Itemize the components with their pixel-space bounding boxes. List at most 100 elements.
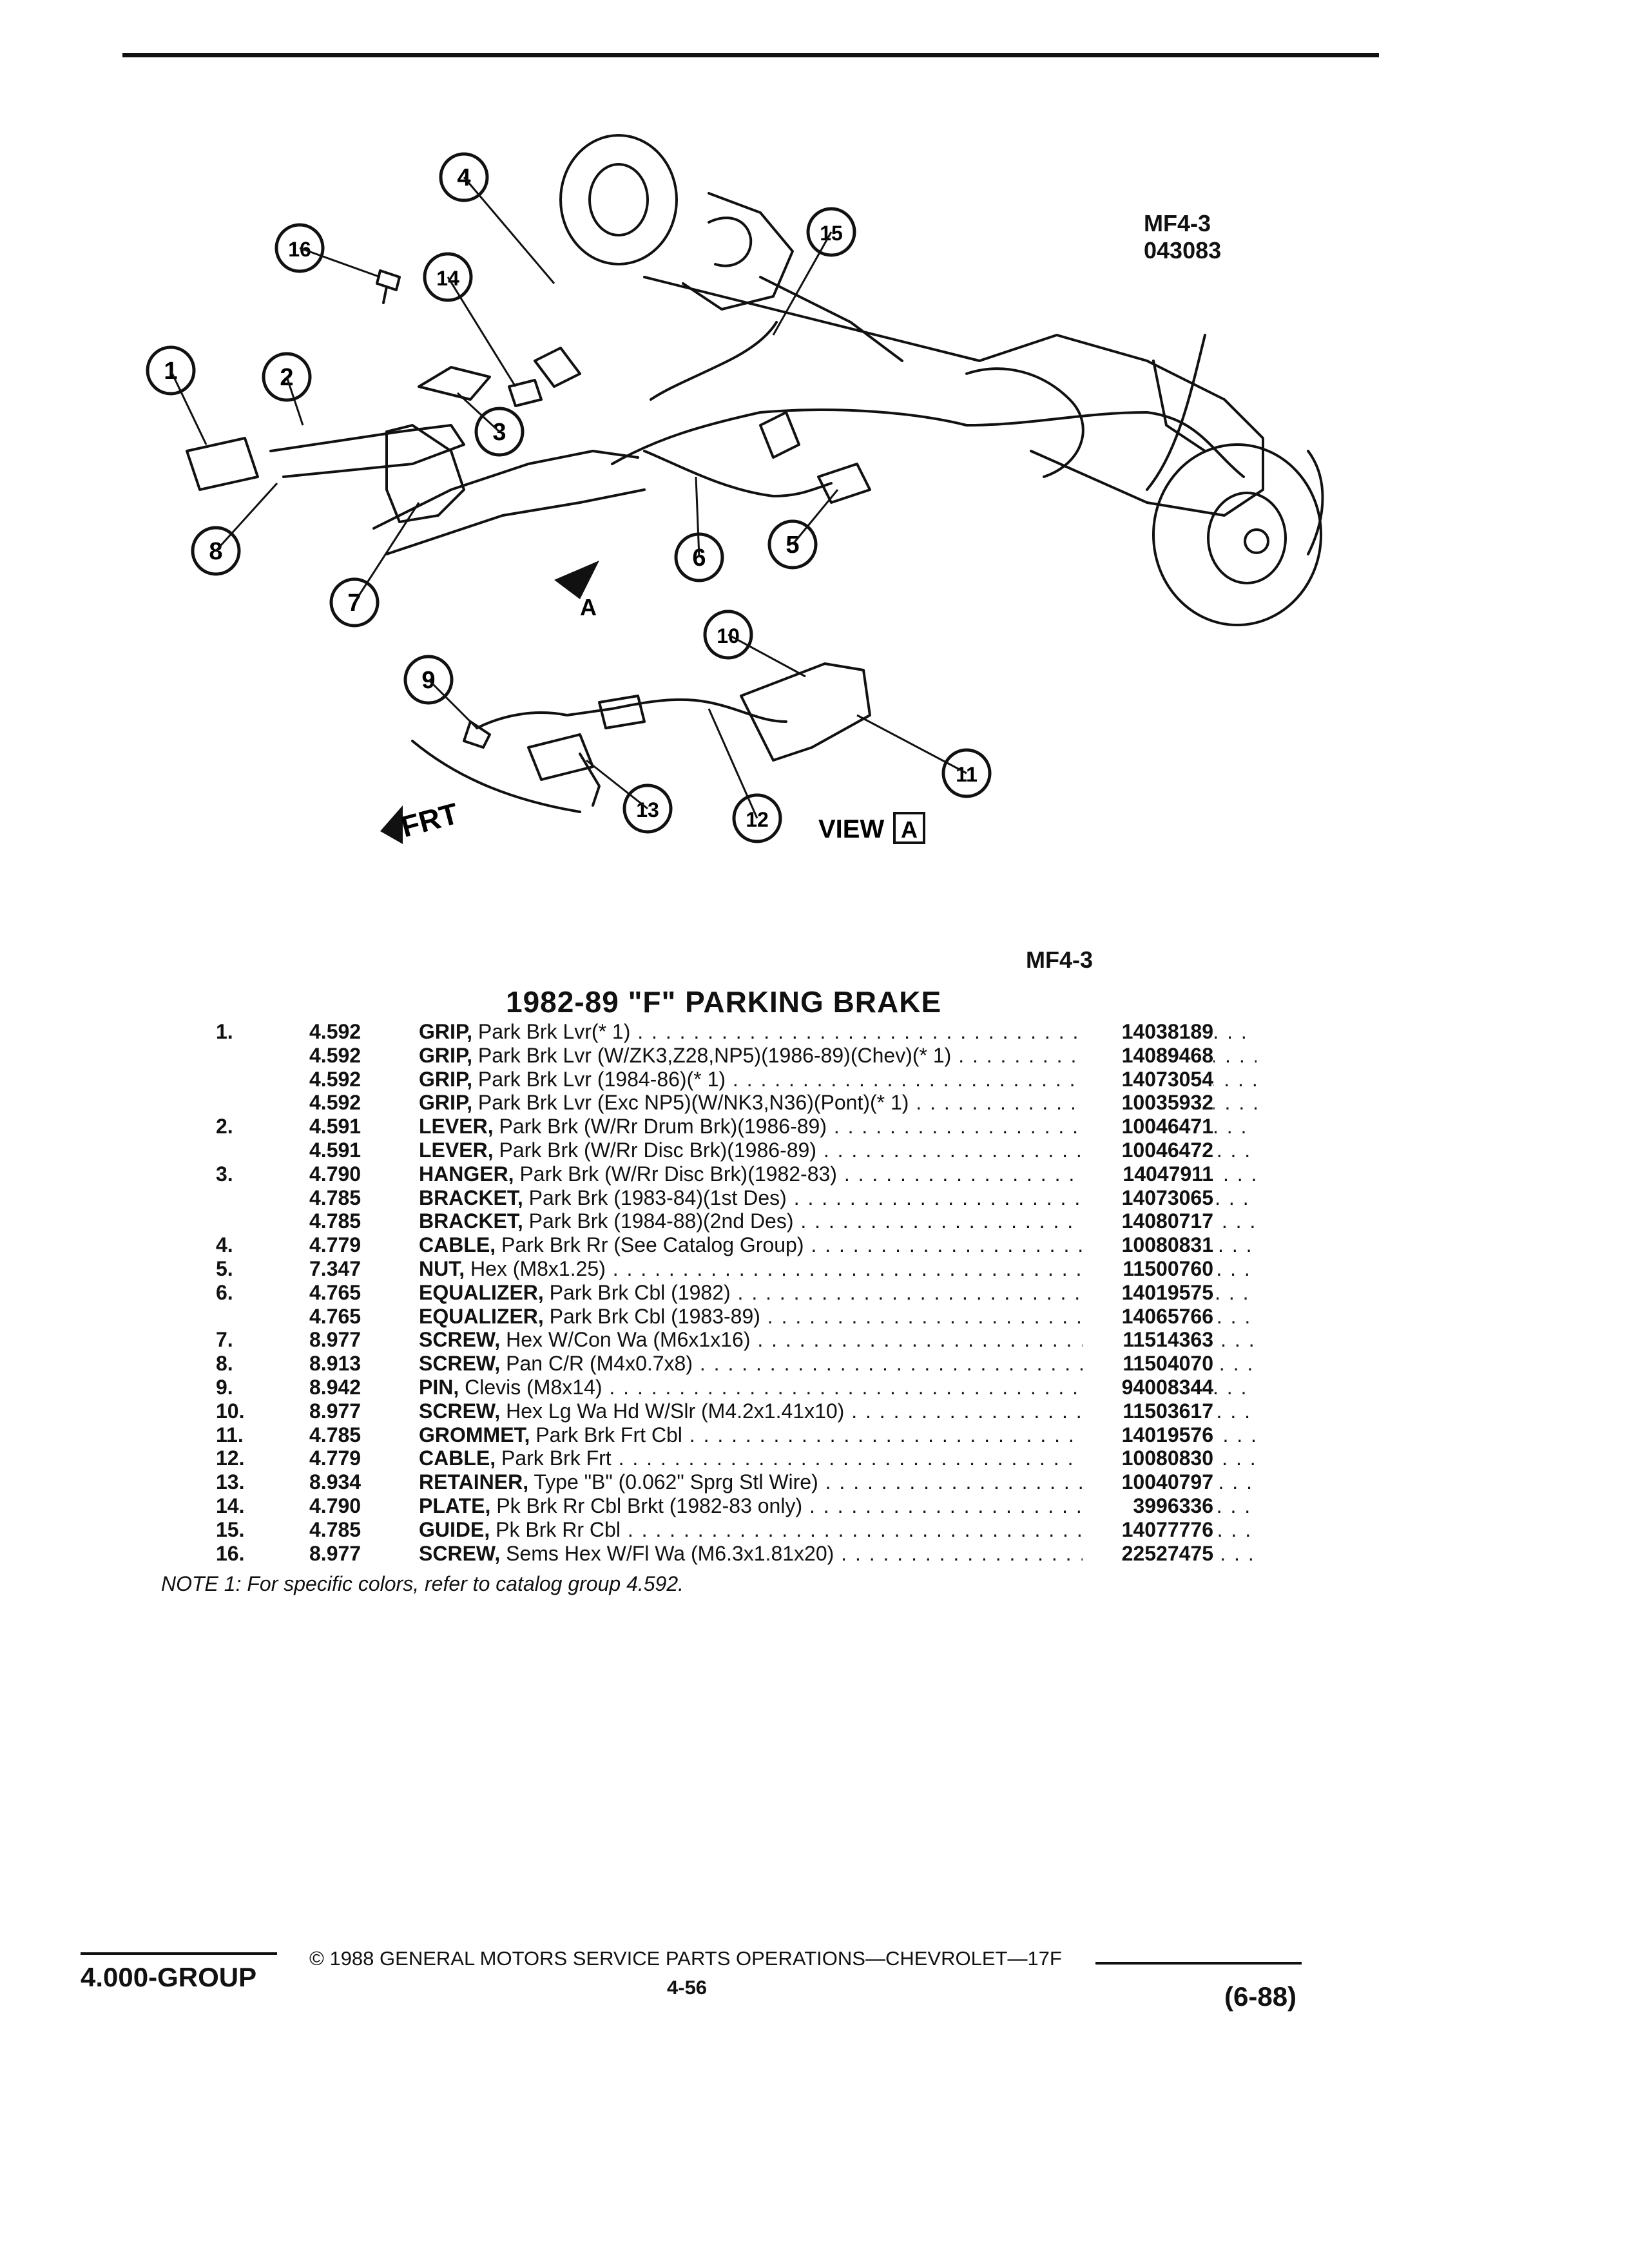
part-name: GRIP, [419,1043,472,1067]
part-detail: Park Brk Frt Cbl [535,1423,682,1446]
part-number: 14019576 [1083,1423,1213,1447]
part-number: 14065766 [1083,1304,1213,1329]
part-index: 7. [216,1328,233,1352]
part-group: 7.347 [309,1256,361,1280]
part-description: EQUALIZER, Park Brk Cbl (1983-89) [419,1305,1257,1329]
part-number: 14073054 [1083,1067,1213,1091]
callout-leader [215,482,278,552]
part-description: GROMMET, Park Brk Frt Cbl [419,1423,1257,1447]
part-detail: Park Brk Cbl (1983-89) [549,1304,760,1328]
part-number: 11500760 [1083,1256,1213,1281]
callout-leader [353,502,420,603]
part-number: 10046471 [1083,1115,1213,1139]
footer-group: 4.000-GROUP [81,1962,257,1992]
part-group: 8.977 [309,1399,361,1423]
part-index: 12. [216,1446,245,1470]
part-number: 94008344 [1083,1375,1213,1399]
grommet-bracket [740,662,871,762]
part-name: EQUALIZER, [419,1304,544,1328]
callout-number: 10 [717,624,740,648]
part-description: HANGER, Park Brk (W/Rr Disc Brk)(1982-83… [419,1162,1257,1186]
part-index: 15. [216,1517,245,1541]
callout-number: 16 [288,238,311,261]
footer-page-number: 4-56 [667,1976,708,1999]
part-description: EQUALIZER, Park Brk Cbl (1982) [419,1281,1257,1305]
part-name: CABLE, [419,1446,496,1470]
part-index: 9. [216,1375,233,1399]
part-group: 4.785 [309,1423,361,1446]
part-group: 4.790 [309,1494,361,1517]
front-cable [476,698,787,729]
part-detail: Park Brk Cbl (1982) [549,1280,731,1304]
part-index: 8. [216,1352,233,1376]
part-description: SCREW, Pan C/R (M4x0.7x8) [419,1352,1257,1376]
view-a-label: VIEW A [818,812,925,844]
part-name: SCREW, [419,1352,501,1376]
part-name: BRACKET, [419,1209,523,1233]
part-group: 4.592 [309,1043,361,1067]
part-name: EQUALIZER, [419,1280,544,1304]
part-description: RETAINER, Type "B" (0.062" Sprg Stl Wire… [419,1470,1257,1494]
lever-arm [269,424,465,478]
part-number: 11514363 [1083,1328,1213,1352]
part-name: LEVER, [419,1115,494,1139]
part-number: 14038189 [1083,1020,1213,1044]
part-name: SCREW, [419,1399,501,1423]
part-number: 14047911 [1083,1162,1213,1186]
part-group: 8.934 [309,1470,361,1494]
part-index: 14. [216,1494,245,1517]
rear-axle-outline [643,276,1264,517]
bolt [376,269,401,304]
part-index: 13. [216,1470,245,1494]
part-index: 11. [216,1423,244,1446]
part-description: PLATE, Pk Brk Rr Cbl Brkt (1982-83 only) [419,1494,1257,1518]
part-detail: Pan C/R (M4x0.7x8) [506,1352,693,1376]
svg-text:FRT: FRT [398,796,462,843]
part-description: SCREW, Hex W/Con Wa (M6x1x16) [419,1328,1257,1352]
part-name: SCREW, [419,1541,501,1565]
svg-text:A: A [580,594,597,620]
callout-leader [708,708,758,819]
lever-bracket [385,424,465,523]
part-name: LEVER, [419,1138,494,1162]
part-group: 4.765 [309,1280,361,1304]
part-number: 10035932 [1083,1091,1213,1115]
left-brake-backing [682,192,794,311]
callout-number: 6 [692,544,706,572]
callout-number: 8 [209,538,222,565]
part-number: 14089468 [1083,1043,1213,1068]
part-group: 4.785 [309,1186,361,1209]
part-description: LEVER, Park Brk (W/Rr Drum Brk)(1986-89) [419,1115,1257,1139]
part-name: SCREW, [419,1328,501,1352]
part-name: GRIP, [419,1067,472,1091]
hanger [418,366,491,401]
part-name: GROMMET, [419,1423,530,1446]
part-detail: Park Brk Lvr (W/ZK3,Z28,NP5)(1986-89)(Ch… [477,1043,952,1067]
part-detail: Park Brk Lvr (Exc NP5)(W/NK3,N36)(Pont)(… [477,1091,909,1115]
footnote: NOTE 1: For specific colors, refer to ca… [161,1572,684,1595]
part-detail: Park Brk Lvr(* 1) [477,1020,631,1043]
callout-leader [456,392,501,433]
callout-leader [463,177,555,284]
part-detail: Type "B" (0.062" Sprg Stl Wire) [534,1470,818,1494]
part-name: BRACKET, [419,1186,523,1209]
part-index: 4. [216,1233,233,1257]
part-detail: Park Brk (1984-88)(2nd Des) [528,1209,794,1233]
part-name: GRIP, [419,1020,472,1043]
part-name: RETAINER, [419,1470,529,1494]
figure-id-bottom: MF4-3 [1026,947,1094,973]
callout-leader [285,376,304,426]
part-group: 4.779 [309,1233,361,1257]
part-index: 5. [216,1256,233,1280]
callout-number: 5 [786,532,799,559]
part-description: GUIDE, Pk Brk Rr Cbl [419,1518,1257,1542]
part-group: 4.785 [309,1209,361,1233]
svg-text:A: A [901,816,918,843]
differential-housing [965,367,1084,478]
left-brake-drum [559,134,678,265]
clevis [527,733,594,781]
part-number: 10080830 [1083,1446,1213,1471]
part-index: 3. [216,1162,233,1186]
part-description: PIN, Clevis (M8x14) [419,1376,1257,1399]
part-detail: Clevis (M8x14) [465,1375,602,1399]
